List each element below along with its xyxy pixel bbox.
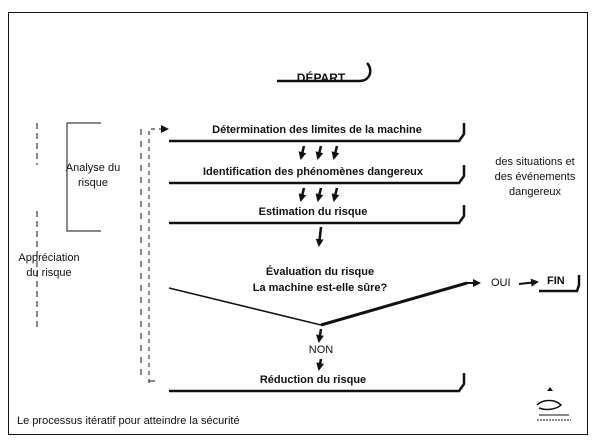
arrows-1-2	[298, 145, 340, 160]
diagram-frame: DÉPART Détermination des limites de la m…	[8, 12, 588, 435]
logo-icon	[536, 387, 571, 421]
bracket-analysis	[66, 122, 101, 232]
no-label: NON	[308, 344, 334, 356]
feedback-arrow	[148, 125, 169, 383]
decision-diamond-left	[168, 287, 322, 326]
reduction-box	[169, 373, 466, 393]
step-box-3	[169, 205, 466, 225]
bracket-label-appreciation: Appréciation du risque	[18, 252, 80, 279]
step-label-1: Détermination des limites de la machine	[212, 124, 422, 136]
fin-box	[539, 275, 581, 293]
yes-label: OUI	[491, 277, 511, 289]
reduction-label: Réduction du risque	[259, 374, 367, 386]
end-label: FIN	[547, 275, 565, 287]
decision-line-2: La machine est-elle sûre?	[252, 282, 388, 294]
decision-diamond-right	[320, 281, 468, 327]
decision-line-1: Évaluation du risque	[265, 266, 375, 278]
side-note: des situations et des événements dangere…	[494, 156, 576, 198]
arrow-3-decision	[315, 226, 324, 247]
step-box-1	[169, 123, 466, 143]
flowchart-diagram	[36, 62, 581, 421]
start-bubble	[277, 62, 372, 83]
step-box-2	[169, 165, 466, 185]
bracket-label-analysis: Analyse du risque	[65, 162, 121, 189]
step-label-2: Identification des phénomènes dangereux	[202, 166, 424, 178]
caption: Le processus itératif pour atteindre la …	[17, 415, 240, 427]
start-label: DÉPART	[296, 71, 346, 85]
oui-fin-arrow	[518, 278, 539, 287]
arrows-2-3	[298, 187, 340, 202]
step-label-3: Estimation du risque	[258, 206, 368, 218]
